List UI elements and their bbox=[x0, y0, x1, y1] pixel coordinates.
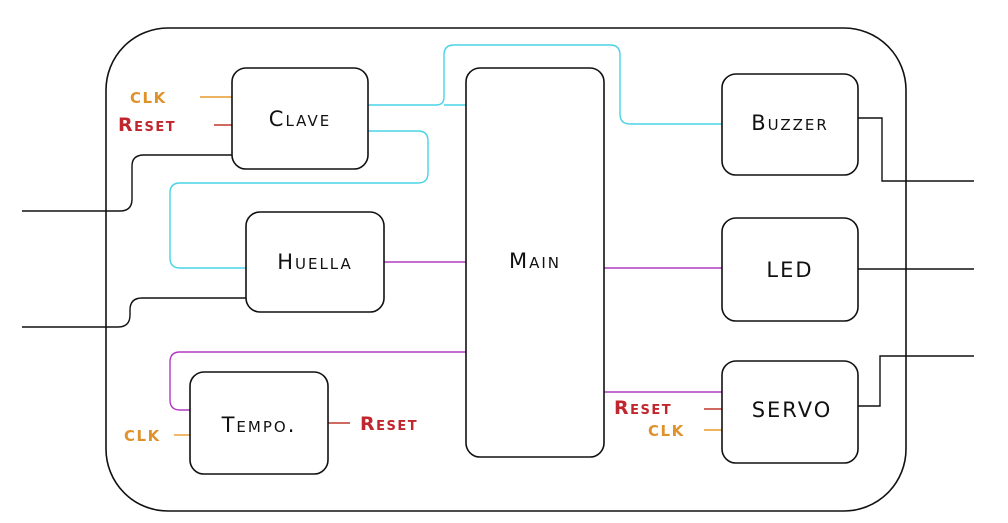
cyan-wire-clave-huella bbox=[169, 130, 429, 269]
input-wire-1 bbox=[22, 154, 232, 212]
buzzer-label: Buzzer bbox=[751, 111, 829, 135]
led-label: LED bbox=[766, 258, 813, 282]
clave-reset-label: Reset bbox=[118, 114, 176, 136]
output-wire-buzzer bbox=[858, 117, 974, 182]
tempo-clk-label: CLK bbox=[124, 427, 161, 445]
servo-block bbox=[721, 360, 859, 464]
output-wire-servo bbox=[858, 355, 974, 407]
huella-block bbox=[245, 211, 385, 313]
main-label: Main bbox=[509, 249, 561, 273]
main-block bbox=[465, 67, 605, 458]
servo-clk-label: CLK bbox=[648, 422, 685, 440]
huella-label: Huella bbox=[277, 250, 353, 274]
tempo-block bbox=[189, 371, 329, 475]
tempo-reset-label: Reset bbox=[360, 413, 418, 435]
clave-clk-label: CLK bbox=[130, 89, 167, 107]
servo-label: SERVO bbox=[752, 398, 833, 422]
clave-label: Clave bbox=[269, 107, 331, 131]
input-wire-2 bbox=[22, 297, 246, 328]
tempo-label: Tempo. bbox=[221, 413, 297, 437]
servo-reset-label: Reset bbox=[614, 397, 672, 419]
clave-block bbox=[231, 67, 369, 170]
buzzer-block bbox=[721, 73, 859, 176]
magenta-wire-main-tempo bbox=[169, 351, 466, 411]
led-block bbox=[721, 217, 859, 322]
cyan-wire-clave-buzzer bbox=[368, 44, 722, 125]
